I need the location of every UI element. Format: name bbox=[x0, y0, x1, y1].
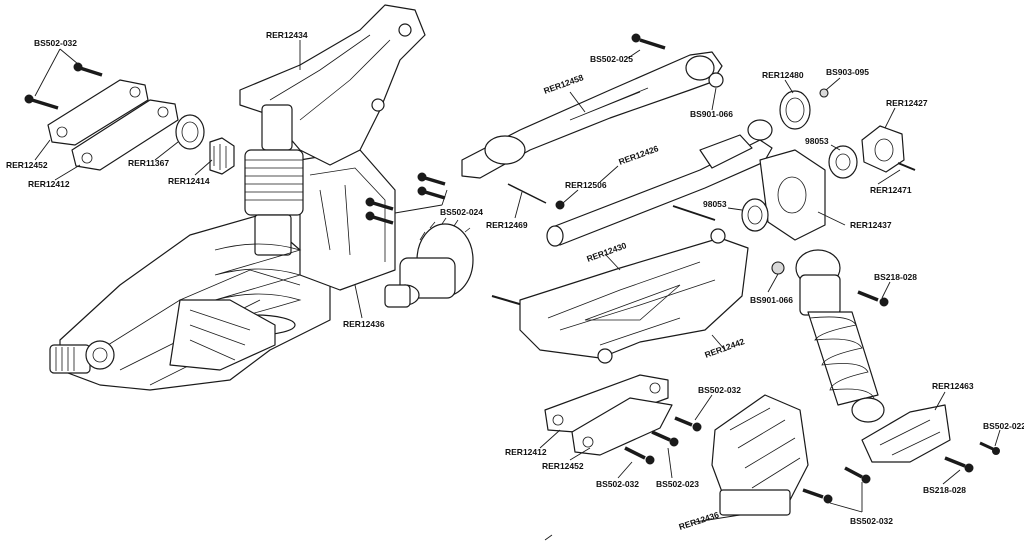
shock-assembly-right bbox=[795, 249, 889, 423]
differential-assembly bbox=[384, 217, 474, 308]
bearing-rer12480 bbox=[779, 90, 811, 130]
hub-parts bbox=[741, 88, 916, 275]
screw-bs502-024-c bbox=[365, 197, 394, 211]
label-rer12471: RER12471 bbox=[870, 185, 912, 195]
label-98053-mid: 98053 bbox=[703, 199, 727, 209]
label-rer12480: RER12480 bbox=[762, 70, 804, 80]
gear-cover-rer12436 bbox=[711, 394, 809, 516]
label-bs502-023: BS502-023 bbox=[656, 479, 699, 489]
label-98053-top: 98053 bbox=[805, 136, 829, 146]
label-bs218-028-top: BS218-028 bbox=[874, 272, 917, 282]
plate-rer12412 bbox=[71, 99, 179, 171]
screw-bs502-023 bbox=[651, 430, 679, 447]
upper-link-assembly bbox=[461, 33, 724, 210]
screw-bs218-028-low-b bbox=[944, 456, 974, 473]
label-bs901-066-top: BS901-066 bbox=[690, 109, 733, 119]
label-bs502-032-bottom: BS502-032 bbox=[850, 516, 893, 526]
label-bs502-032-mid: BS502-032 bbox=[698, 385, 741, 395]
assembled-rear-suspension bbox=[49, 4, 426, 391]
driveshaft-assembly bbox=[546, 119, 773, 247]
screw-bs502-024-b bbox=[417, 186, 446, 200]
lower-arm-rer12430 bbox=[491, 205, 749, 364]
hinge-plates-lower bbox=[544, 374, 702, 465]
label-bs903-095: BS903-095 bbox=[826, 67, 869, 77]
screw-bs502-032-mid bbox=[674, 416, 702, 432]
label-bs502-025: BS502-025 bbox=[590, 54, 633, 64]
label-bs502-032-top: BS502-032 bbox=[34, 38, 77, 48]
label-rer12506: RER12506 bbox=[565, 180, 607, 190]
screw-bs502-032-b bbox=[24, 94, 59, 110]
plate-rer12452 bbox=[47, 79, 149, 146]
mount-rer12463 bbox=[861, 404, 951, 463]
nut-bs903-095 bbox=[819, 88, 829, 98]
hex-rer12427 bbox=[861, 125, 905, 173]
label-rer12436-bottom: RER12436 bbox=[678, 509, 721, 531]
label-rer12437: RER12437 bbox=[850, 220, 892, 230]
label-rer12412-right: RER12412 bbox=[505, 447, 547, 457]
label-rer12458: RER12458 bbox=[542, 72, 585, 96]
leader-lines bbox=[34, 40, 1001, 541]
screw-bs502-032-low bbox=[624, 446, 655, 465]
label-rer12463: RER12463 bbox=[932, 381, 974, 391]
label-bs502-024: BS502-024 bbox=[440, 207, 483, 217]
label-rer12426: RER12426 bbox=[617, 143, 660, 167]
screw-bs502-024-a bbox=[417, 172, 446, 186]
bearing-rer11367 bbox=[175, 114, 205, 150]
label-bs502-022: BS502-022 bbox=[983, 421, 1024, 431]
label-rer12414: RER12414 bbox=[168, 176, 210, 186]
screw-bs502-025 bbox=[631, 33, 666, 50]
label-rer12427: RER12427 bbox=[886, 98, 928, 108]
label-bs502-032-low: BS502-032 bbox=[596, 479, 639, 489]
screw-bs218-028-top bbox=[857, 290, 889, 307]
label-rer12412-left: RER12412 bbox=[28, 179, 70, 189]
label-bs218-028-low: BS218-028 bbox=[923, 485, 966, 495]
screw-bs502-022 bbox=[979, 441, 1000, 455]
label-rer11367: RER11367 bbox=[128, 158, 169, 168]
left-loose-parts bbox=[24, 62, 446, 225]
label-bs901-066-mid: BS901-066 bbox=[750, 295, 793, 305]
label-rer12430: RER12430 bbox=[585, 240, 628, 264]
screw-bs502-032-bottom bbox=[802, 488, 833, 504]
screw-bs502-032-a bbox=[73, 62, 103, 77]
screw-bs218-028-low bbox=[844, 466, 871, 484]
label-rer12452-left: RER12452 bbox=[6, 160, 48, 170]
label-rer12436-mid: RER12436 bbox=[343, 319, 385, 329]
screw-bs502-024-d bbox=[365, 211, 394, 225]
label-rer12442: RER12442 bbox=[703, 336, 746, 360]
gear-rer12414 bbox=[209, 137, 235, 175]
label-rer12434: RER12434 bbox=[266, 30, 308, 40]
label-rer12469: RER12469 bbox=[486, 220, 528, 230]
label-rer12452-right: RER12452 bbox=[542, 461, 584, 471]
